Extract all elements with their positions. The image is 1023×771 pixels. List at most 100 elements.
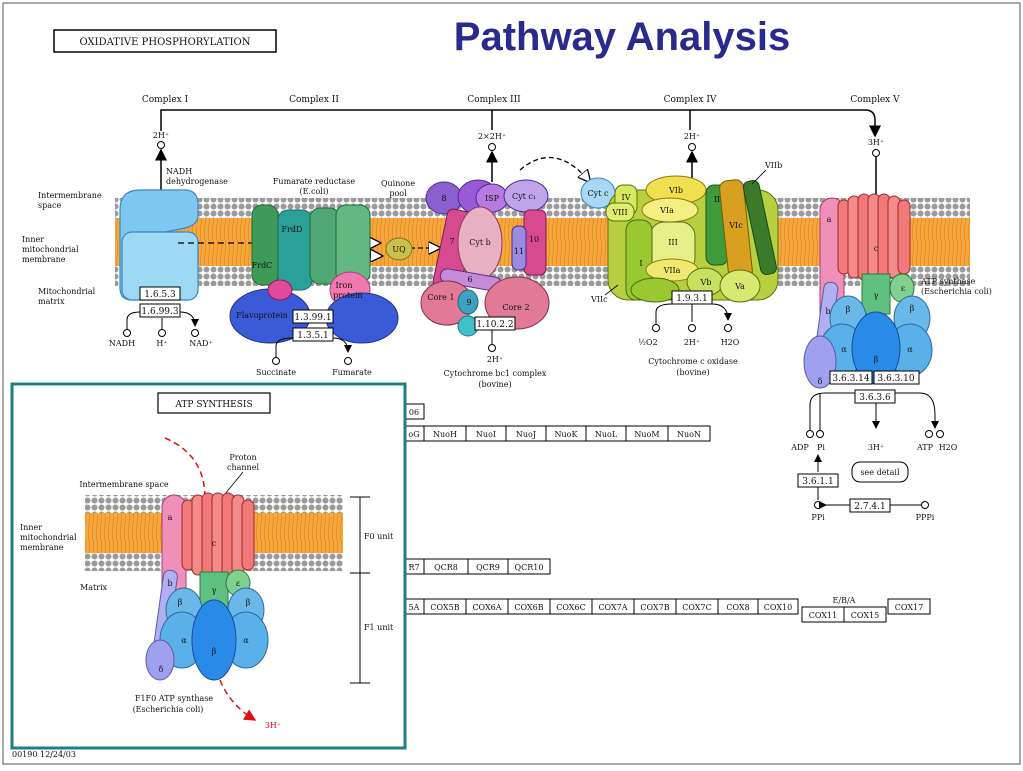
svg-text:COX5B: COX5B bbox=[430, 603, 459, 612]
c5-atp: ATP bbox=[916, 443, 934, 452]
c4-top-ion: 2H⁺ bbox=[684, 132, 700, 141]
svg-text:NuoI: NuoI bbox=[476, 430, 496, 439]
c2-succinate: Succinate bbox=[256, 368, 296, 377]
c1-nadh: NADH bbox=[109, 339, 135, 348]
gene-cell[interactable]: COX7B bbox=[633, 598, 677, 615]
svg-text:1.6.99.3: 1.6.99.3 bbox=[141, 307, 178, 317]
ec-1-3-99-1[interactable]: 1.3.99.1 bbox=[292, 309, 334, 324]
pathway-label-box bbox=[53, 29, 277, 53]
gene-cell[interactable]: 5A bbox=[403, 598, 425, 615]
inset-out-ion: 3H⁺ bbox=[265, 721, 281, 730]
gene-cell[interactable]: NuoH bbox=[423, 425, 467, 442]
gene-cell[interactable]: R7 bbox=[403, 558, 425, 575]
ec-1-10-2-2[interactable]: 1.10.2.2 bbox=[474, 316, 516, 331]
gene-cell[interactable]: oG bbox=[403, 425, 425, 442]
gene-cell[interactable]: QCR10 bbox=[507, 558, 551, 575]
gene-cell[interactable]: NuoK bbox=[545, 425, 587, 442]
svg-text:α: α bbox=[181, 636, 187, 645]
gene-cell[interactable]: COX8 bbox=[717, 598, 759, 615]
gene-cell[interactable]: NuoI bbox=[465, 425, 507, 442]
c5-3h: 3H⁺ bbox=[868, 443, 884, 452]
svg-text:1.10.2.2: 1.10.2.2 bbox=[476, 320, 513, 330]
gene-cell[interactable]: COX7C bbox=[675, 598, 719, 615]
svg-text:9: 9 bbox=[466, 298, 471, 307]
c1-nad: NAD⁺ bbox=[189, 339, 212, 348]
c5-adp: ADP bbox=[790, 443, 809, 452]
gene-cell[interactable]: NuoL bbox=[585, 425, 627, 442]
gene-cell[interactable]: COX5B bbox=[423, 598, 467, 615]
svg-text:Cyt b: Cyt b bbox=[469, 238, 491, 247]
svg-text:β: β bbox=[212, 647, 217, 656]
gene-cell[interactable]: QCR9 bbox=[467, 558, 509, 575]
svg-text:COX7A: COX7A bbox=[598, 603, 627, 612]
ec-1-6-5-3[interactable]: 1.6.5.3 bbox=[139, 286, 181, 301]
svg-text:7: 7 bbox=[449, 237, 454, 246]
svg-text:3.6.3.6: 3.6.3.6 bbox=[859, 393, 891, 403]
svg-text:b: b bbox=[167, 579, 172, 588]
svg-text:Core 2: Core 2 bbox=[502, 303, 529, 312]
c5-ppi: PPi bbox=[811, 513, 825, 522]
svg-text:b: b bbox=[825, 307, 830, 316]
c5-top-ion: 3H⁺ bbox=[868, 138, 884, 147]
gene-cell[interactable]: NuoN bbox=[667, 425, 711, 442]
inset-matrix: Matrix bbox=[80, 583, 108, 592]
gene-cell[interactable]: COX6C bbox=[549, 598, 593, 615]
svg-text:see detail: see detail bbox=[860, 468, 900, 477]
svg-text:QCR9: QCR9 bbox=[476, 563, 500, 572]
c5-pi: Pi bbox=[817, 443, 825, 452]
svg-text:1.3.5.1: 1.3.5.1 bbox=[297, 331, 329, 341]
gene-cell[interactable]: NuoM bbox=[625, 425, 669, 442]
svg-text:COX11: COX11 bbox=[809, 611, 837, 620]
ec-1-6-99-3[interactable]: 1.6.99.3 bbox=[139, 303, 181, 318]
gene-cell[interactable]: COX7A bbox=[591, 598, 635, 615]
svg-text:3.6.1.1: 3.6.1.1 bbox=[802, 477, 834, 487]
ec-3-6-3-6[interactable]: 3.6.3.6 bbox=[854, 389, 896, 404]
footer-id: 00190 12/24/03 bbox=[12, 750, 76, 759]
svg-text:II: II bbox=[714, 195, 720, 204]
gene-cell[interactable]: COX6A bbox=[465, 598, 509, 615]
c4-viic: VIIc bbox=[590, 295, 608, 304]
inset-c-ring bbox=[181, 492, 255, 578]
c4-2h: 2H⁺ bbox=[684, 338, 700, 347]
svg-text:COX10: COX10 bbox=[764, 603, 792, 612]
svg-text:3.6.3.14: 3.6.3.14 bbox=[832, 374, 869, 384]
inset-f1-unit: F1 unit bbox=[364, 623, 394, 632]
svg-text:COX7B: COX7B bbox=[640, 603, 669, 612]
gene-cell[interactable]: NuoJ bbox=[505, 425, 547, 442]
ec-3-6-3-10[interactable]: 3.6.3.10 bbox=[873, 370, 920, 385]
svg-text:I: I bbox=[639, 259, 642, 268]
gene-cell[interactable]: COX15 bbox=[843, 606, 887, 623]
ec-3-6-1-1[interactable]: 3.6.1.1 bbox=[797, 473, 839, 488]
c3-name: Cytochrome bc1 complex(bovine) bbox=[444, 369, 547, 389]
gene-cell[interactable]: COX17 bbox=[887, 598, 931, 615]
svg-text:oG: oG bbox=[408, 430, 419, 439]
ec-1-3-5-1[interactable]: 1.3.5.1 bbox=[292, 327, 334, 342]
gene-cell[interactable]: 06 bbox=[403, 403, 425, 420]
ec-2-7-4-1[interactable]: 2.7.4.1 bbox=[849, 498, 891, 513]
svg-text:VIIa: VIIa bbox=[663, 266, 681, 275]
svg-text:Vb: Vb bbox=[700, 278, 712, 287]
c1-top-node bbox=[157, 141, 165, 149]
c5-pppi: PPPi bbox=[916, 513, 935, 522]
c2-flavoprotein: Flavoprotein bbox=[236, 311, 288, 320]
c2-frdc: FrdC bbox=[252, 261, 273, 270]
gene-cell[interactable]: QCR8 bbox=[423, 558, 469, 575]
c1-top-ion: 2H⁺ bbox=[153, 131, 169, 140]
gene-cell[interactable]: COX6B bbox=[507, 598, 551, 615]
gene-cell[interactable]: COX10 bbox=[757, 598, 799, 615]
c3-top-ion: 2×2H⁺ bbox=[478, 132, 506, 141]
proton-circuit-line bbox=[160, 109, 881, 138]
gene-cell[interactable]: COX11 bbox=[801, 606, 845, 623]
ec-3-6-3-14[interactable]: 3.6.3.14 bbox=[829, 370, 873, 385]
header-complex-1: Complex I bbox=[142, 95, 189, 105]
see-detail-button[interactable]: see detail bbox=[851, 461, 909, 483]
svg-text:VIa: VIa bbox=[659, 206, 674, 215]
ec-1-9-3-1[interactable]: 1.9.3.1 bbox=[671, 290, 713, 305]
